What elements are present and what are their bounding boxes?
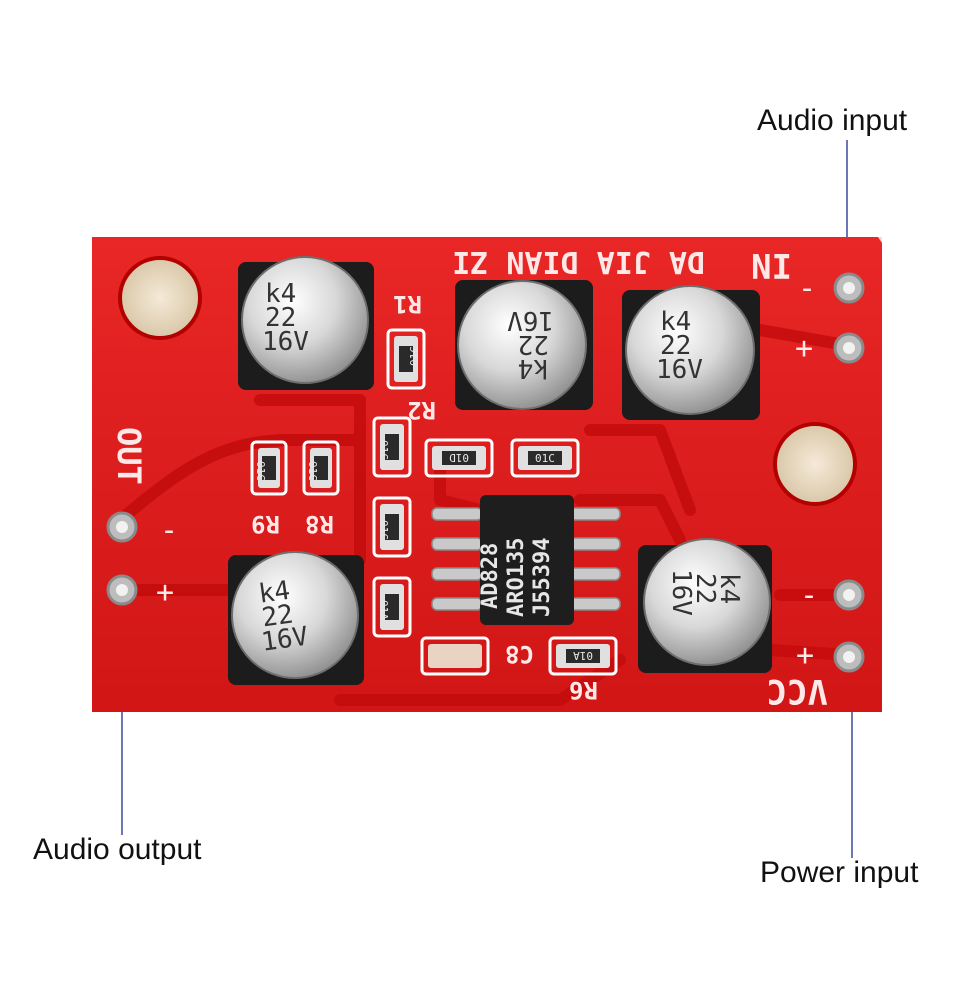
mounting-hole-left xyxy=(118,256,202,340)
audio-output-callout: Audio output xyxy=(33,833,202,866)
mounting-hole-right xyxy=(773,422,857,506)
out-plus-mark: + xyxy=(156,575,174,610)
label-r1: R1 xyxy=(393,290,422,318)
capacitor-top-left: k4 22 16V xyxy=(238,256,374,390)
audio-input-callout: Audio input xyxy=(757,104,908,137)
smd-code-3: 01C xyxy=(377,520,390,540)
svg-text:22: 22 xyxy=(260,599,295,633)
label-r8: R8 xyxy=(305,510,334,538)
smd-code-4: 01A xyxy=(377,600,390,620)
capacitor-top-right: k4 22 16V xyxy=(622,285,760,420)
smd-code-6: 01C xyxy=(535,452,555,465)
svg-text:22: 22 xyxy=(660,331,691,361)
svg-text:k4: k4 xyxy=(265,279,296,309)
vcc-label: VCC xyxy=(767,671,828,711)
out-minus-mark: - xyxy=(160,513,178,548)
pin-pads xyxy=(106,272,865,673)
vcc-plus-mark: + xyxy=(796,638,814,673)
smd-code-r2: 01C xyxy=(377,440,390,460)
smd-code-r9: 01C xyxy=(254,461,267,481)
svg-text:k4: k4 xyxy=(660,307,691,337)
label-r9: R9 xyxy=(251,510,280,538)
ic-chip: AD828 ARO135 J55394 xyxy=(431,495,621,625)
smd-code-r8: 01C xyxy=(306,461,319,481)
power-input-callout: Power input xyxy=(760,856,919,889)
label-r2: R2 xyxy=(407,396,436,424)
svg-text:ARO135: ARO135 xyxy=(504,538,529,617)
silkscreen-title: DA JIA DIAN ZI xyxy=(452,244,705,279)
label-c8: C8 xyxy=(505,640,534,668)
svg-text:22: 22 xyxy=(265,303,296,333)
svg-text:22: 22 xyxy=(690,573,720,604)
svg-text:J55394: J55394 xyxy=(530,538,555,617)
svg-text:16V: 16V xyxy=(666,569,696,616)
svg-text:16V: 16V xyxy=(507,305,554,335)
svg-text:16V: 16V xyxy=(656,355,703,385)
svg-text:k4: k4 xyxy=(518,353,549,383)
svg-text:AD828: AD828 xyxy=(478,543,503,609)
capacitor-bottom-left: k4 22 16V xyxy=(228,551,364,685)
svg-text:16V: 16V xyxy=(262,327,309,357)
svg-text:22: 22 xyxy=(518,329,549,359)
svg-text:k4: k4 xyxy=(257,576,292,610)
in-label: IN xyxy=(751,245,792,285)
capacitor-bottom-right: k4 22 16V xyxy=(638,538,772,673)
in-plus-mark: + xyxy=(795,331,813,366)
smd-code-5: 01D xyxy=(449,451,469,464)
svg-text:k4: k4 xyxy=(714,573,744,604)
in-minus-mark: - xyxy=(798,271,816,306)
smd-code-r6: 01A xyxy=(573,649,593,662)
capacitor-top-middle: k4 22 16V xyxy=(455,280,593,410)
vcc-minus-mark: - xyxy=(800,578,818,613)
smd-code-r1: 01C xyxy=(408,346,421,366)
smd-components xyxy=(250,328,618,676)
svg-text:16V: 16V xyxy=(259,622,310,658)
out-label: OUT xyxy=(110,427,148,485)
label-r6: R6 xyxy=(569,676,598,704)
